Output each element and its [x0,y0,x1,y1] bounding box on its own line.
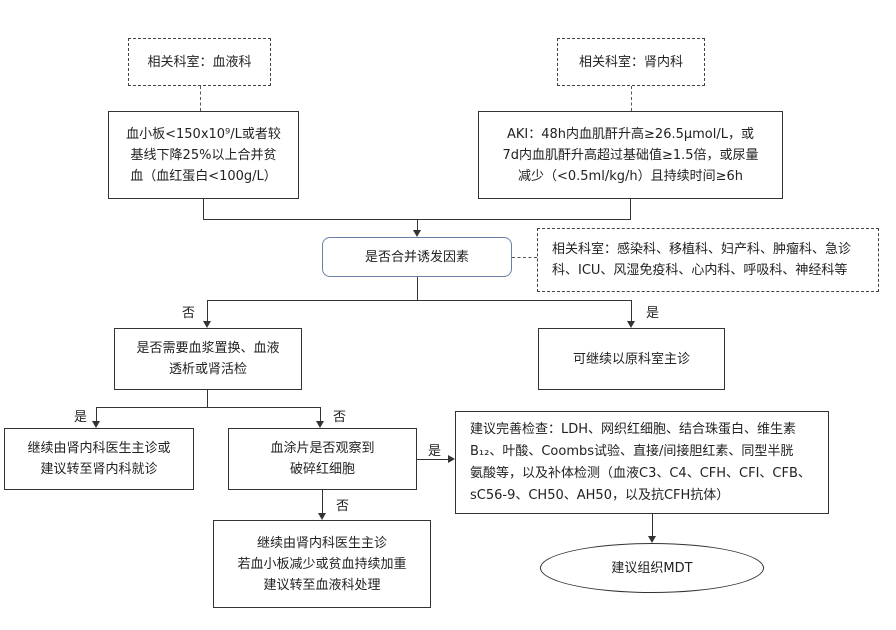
plasma-no-arrow [316,421,324,428]
plasma-yes-arrow [92,421,100,428]
merge-down-line [417,219,418,231]
dept-other-box: 相关科室：感染科、移植科、妇产科、肿瘤科、急诊 科、ICU、风湿免疫科、心内科、… [537,228,879,292]
trigger-no-label: 否 [182,306,196,321]
smear-no-arrow [318,513,326,520]
plasma-yes-label: 是 [74,410,88,425]
smear-no-line [322,490,323,514]
plasma-stem-line [207,390,208,408]
tests-mdt-arrow [648,536,656,543]
trigger-yes-label: 是 [646,306,660,321]
plasma-branch-line [96,407,320,408]
mdt-ellipse: 建议组织MDT [540,543,764,593]
smear-yes-line [417,459,449,460]
aki-criteria-box: AKI：48h内血肌酐升高≥26.5μmol/L，或 7d内血肌酐升高超过基础值… [478,111,783,199]
trigger-yes-line [631,300,632,322]
smear-yes-arrow [448,455,455,463]
dept-nephrology-connector [631,86,632,111]
dept-nephrology-box: 相关科室：肾内科 [557,38,705,86]
platelet-down-line [203,199,204,220]
smear-no-label: 否 [336,499,350,514]
aki-down-line [630,199,631,220]
plasma-no-line [320,407,321,422]
nephrology-continue-box: 继续由肾内科医生主诊或 建议转至肾内科就诊 [4,428,194,490]
trigger-no-line [207,300,208,322]
tests-mdt-line [652,514,653,537]
trigger-yes-arrow [627,321,635,328]
trigger-dept-connector [512,257,537,258]
trigger-branch-line [207,300,631,301]
smear-decision-box: 血涂片是否观察到 破碎红细胞 [228,428,417,490]
continue-original-box: 可继续以原科室主诊 [538,328,725,390]
trigger-stem-line [417,277,418,301]
recommend-tests-box: 建议完善检查：LDH、网织红细胞、结合珠蛋白、维生素 B₁₂、叶酸、Coombs… [455,411,829,514]
plasma-yes-line [96,407,97,422]
dept-hematology-connector [200,86,201,111]
trigger-no-arrow [203,321,211,328]
dept-hematology-box: 相关科室：血液科 [128,38,271,86]
trigger-arrow [413,230,421,237]
smear-yes-label: 是 [428,444,442,459]
platelet-criteria-box: 血小板<150x10⁹/L或者较 基线下降25%以上合并贫 血（血红蛋白<100… [108,111,299,199]
plasma-no-label: 否 [333,410,347,425]
need-plasma-box: 是否需要血浆置换、血液 透析或肾活检 [114,328,302,390]
trigger-decision-box: 是否合并诱发因素 [322,237,512,277]
nephrology-hematology-box: 继续由肾内科医生主诊 若血小板减少或贫血持续加重 建议转至血液科处理 [213,520,431,608]
